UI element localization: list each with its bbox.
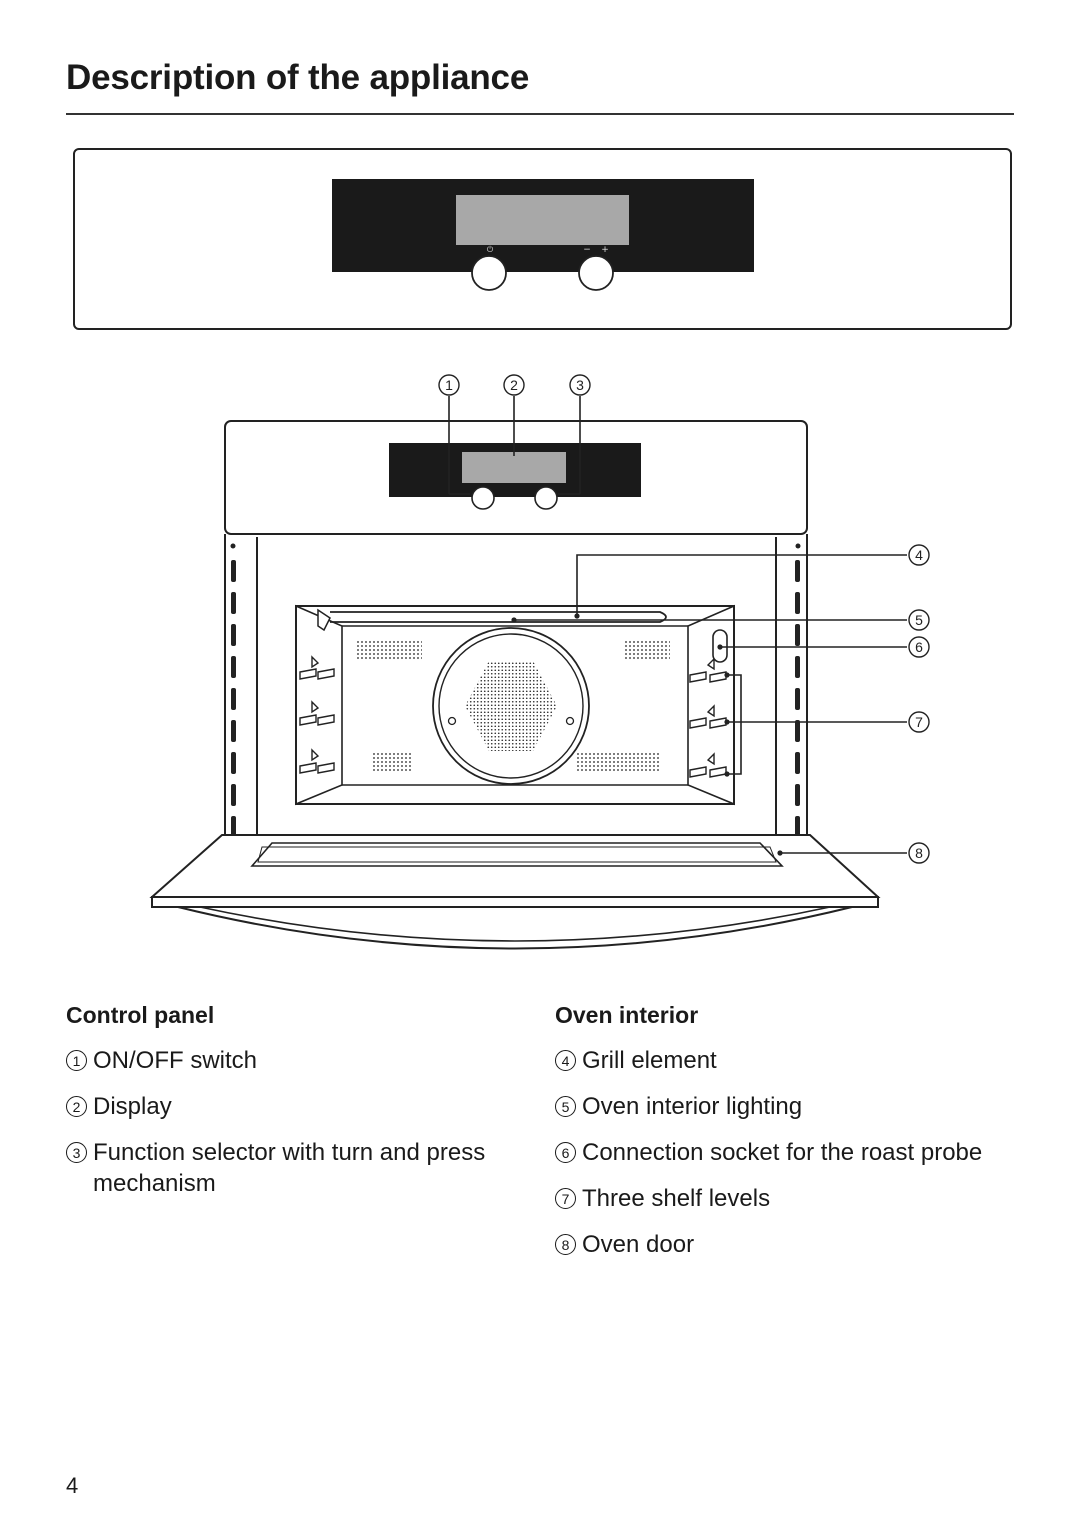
legend-item-shelf-levels: 7 Three shelf levels: [555, 1183, 1025, 1214]
legend-label: Three shelf levels: [582, 1185, 771, 1212]
svg-text:8: 8: [915, 845, 923, 861]
callouts: 1 2 3 4 5 6 7 8: [438, 374, 930, 864]
callout-8: 8: [908, 842, 930, 864]
callout-1: 1: [438, 374, 460, 396]
legend-number: 5: [555, 1096, 576, 1117]
legend-number: 3: [66, 1142, 87, 1163]
callout-3: 3: [569, 374, 591, 396]
legend-item-on-off: 1 ON/OFF switch: [66, 1045, 546, 1076]
title-rule: [66, 113, 1014, 115]
legend-number: 2: [66, 1096, 87, 1117]
callout-2: 2: [503, 374, 525, 396]
minus-symbol: −: [583, 245, 591, 255]
legend-label: Oven interior lighting: [582, 1093, 803, 1120]
leader-lines: [448, 396, 907, 854]
legend-label: Grill element: [582, 1047, 717, 1074]
callout-4: 4: [908, 544, 930, 566]
legend-number: 8: [555, 1234, 576, 1255]
legend-item-roast-probe-socket: 6 Connection socket for the roast probe: [555, 1137, 1025, 1168]
svg-text:3: 3: [576, 377, 584, 393]
legend-number: 4: [555, 1050, 576, 1071]
display-screen-front: [456, 195, 629, 245]
plus-symbol: +: [601, 245, 609, 255]
legend-label: Display: [93, 1093, 172, 1120]
callout-5: 5: [908, 609, 930, 631]
callout-6: 6: [908, 636, 930, 658]
page-number: 4: [66, 1473, 79, 1498]
control-panel-front-view: ⏻ − +: [73, 148, 1012, 330]
oven-interior-legend: Oven interior 4 Grill element 5 Oven int…: [555, 1002, 1025, 1275]
legend-item-display: 2 Display: [66, 1091, 546, 1122]
legend-number: 6: [555, 1142, 576, 1163]
svg-text:7: 7: [915, 714, 923, 730]
legend-item-oven-door: 8 Oven door: [555, 1229, 1025, 1260]
callout-7: 7: [908, 711, 930, 733]
function-selector-knob: [578, 255, 614, 291]
oven-interior-heading: Oven interior: [555, 1002, 699, 1028]
control-panel-legend: Control panel 1 ON/OFF switch 2 Display …: [66, 1002, 546, 1214]
appliance-diagram: ⏻ − +: [73, 148, 1012, 950]
on-off-knob: [471, 255, 507, 291]
svg-text:1: 1: [445, 377, 453, 393]
svg-text:2: 2: [510, 377, 518, 393]
svg-text:5: 5: [915, 612, 923, 628]
control-panel-heading: Control panel: [66, 1002, 215, 1028]
legend-label: Oven door: [582, 1231, 695, 1258]
legend-number: 1: [66, 1050, 87, 1071]
svg-text:4: 4: [915, 547, 923, 563]
power-symbol: ⏻: [487, 245, 494, 254]
legend-label: ON/OFF switch: [93, 1047, 258, 1074]
oven-open-view: [149, 420, 881, 950]
legend-item-function-selector: 3 Function selector with turn and press …: [66, 1137, 546, 1199]
legend-number: 7: [555, 1188, 576, 1209]
legend-label: Function selector with turn and press me…: [93, 1139, 486, 1197]
legend-item-lighting: 5 Oven interior lighting: [555, 1091, 1025, 1122]
svg-text:6: 6: [915, 639, 923, 655]
page-title: Description of the appliance: [66, 58, 530, 97]
legend-label: Connection socket for the roast probe: [582, 1139, 983, 1166]
legend-item-grill: 4 Grill element: [555, 1045, 1025, 1076]
leader-dots: [511, 613, 783, 856]
